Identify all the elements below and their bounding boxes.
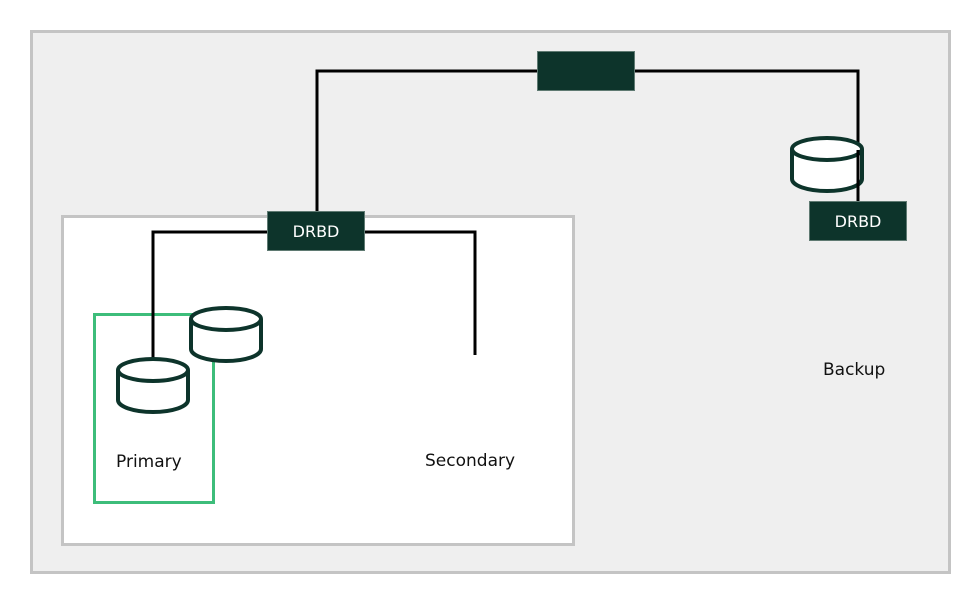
- drbd-backup-box: DRBD: [809, 201, 907, 241]
- primary-label: Primary: [116, 452, 182, 472]
- replication-link-box: [537, 51, 635, 91]
- secondary-label: Secondary: [425, 451, 516, 471]
- primary-disk-icon: [116, 357, 190, 414]
- backup-disk-icon: [790, 136, 864, 193]
- backup-label: Backup: [823, 360, 886, 380]
- drbd-local-box: DRBD: [267, 211, 365, 251]
- secondary-disk-icon: [189, 306, 263, 363]
